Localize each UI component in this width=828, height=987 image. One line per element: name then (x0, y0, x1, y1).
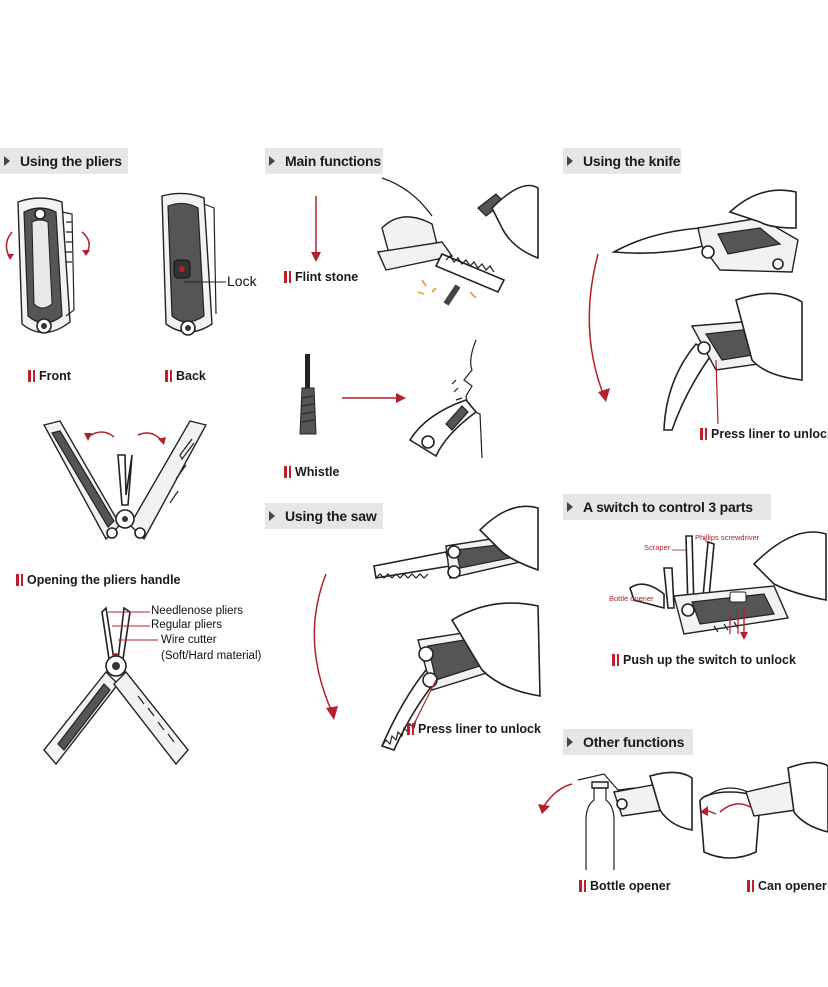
curved-down-arrow-icon (588, 253, 610, 402)
right-arrow-icon (342, 393, 406, 403)
flint-stone-label: Flint stone (284, 270, 358, 284)
saw-closed-illustration (373, 505, 539, 579)
red-bars-icon (28, 370, 35, 382)
label-text: Flint stone (295, 270, 359, 284)
triangle-bullet-icon (567, 502, 573, 512)
section-header-knife: Using the knife (563, 148, 681, 174)
part-phillips-label: Phillips screwdriver (695, 533, 760, 542)
label-text: Front (39, 369, 71, 383)
lock-callout: Lock (227, 273, 257, 289)
callout-regular-pliers: Regular pliers (151, 619, 222, 631)
knife-fold-illustration (663, 292, 803, 431)
section-header-switch: A switch to control 3 parts (563, 494, 771, 520)
bottle-opener-label: Bottle opener (579, 879, 671, 893)
red-bars-icon (284, 466, 291, 478)
pliers-parts-illustration (43, 606, 189, 766)
curved-left-arrow-icon (538, 783, 573, 814)
triangle-bullet-icon (269, 511, 275, 521)
opening-pliers-label: Opening the pliers handle (16, 573, 181, 587)
red-bars-icon (16, 574, 23, 586)
down-arrow-icon (311, 196, 321, 262)
multitool-front-illustration (5, 197, 90, 334)
multitool-back-illustration (161, 192, 226, 336)
red-bars-icon (747, 880, 754, 892)
section-title: A switch to control 3 parts (583, 499, 753, 515)
whistle-label: Whistle (284, 465, 339, 479)
callout-wire-cutter: Wire cutter (161, 634, 217, 646)
triangle-bullet-icon (567, 737, 573, 747)
section-title: Other functions (583, 734, 685, 750)
part-bottle-opener-label: Bottle opener (609, 594, 654, 603)
triangle-bullet-icon (567, 156, 573, 166)
section-title: Using the knife (583, 153, 681, 169)
part-scraper-label: Scraper (644, 543, 671, 552)
knife-open-illustration (611, 189, 799, 273)
section-title: Using the pliers (20, 153, 122, 169)
red-bars-icon (284, 271, 291, 283)
pliers-opening-illustration (42, 420, 208, 541)
label-text: Bottle opener (590, 879, 671, 893)
section-header-other: Other functions (563, 729, 693, 755)
label-text: Whistle (295, 465, 340, 479)
label-text: Can opener (758, 879, 827, 893)
section-header-main-functions: Main functions (265, 148, 383, 174)
flint-stone-illustration (376, 177, 539, 306)
label-text: Press liner to unlock (711, 427, 828, 441)
triangle-bullet-icon (269, 156, 275, 166)
can-opener-label: Can opener (747, 879, 827, 893)
curved-down-arrow-icon (313, 573, 338, 720)
section-header-saw: Using the saw (265, 503, 383, 529)
label-text: Push up the switch to unlock (623, 653, 796, 667)
red-bars-icon (579, 880, 586, 892)
label-text: Press liner to unlock (418, 722, 541, 736)
switch-unlock-label: Push up the switch to unlock (612, 653, 796, 667)
knife-unlock-label: Press liner to unlock (700, 427, 828, 441)
callout-needlenose-pliers: Needlenose pliers (151, 605, 244, 617)
section-title: Using the saw (285, 508, 377, 524)
whistle-illustration (299, 354, 317, 435)
section-title: Main functions (285, 153, 381, 169)
red-bars-icon (700, 428, 707, 440)
saw-open-illustration (380, 602, 541, 751)
switch-tools-illustration (629, 531, 827, 640)
saw-unlock-label: Press liner to unlock (407, 722, 541, 736)
can-opener-illustration (699, 761, 828, 859)
callout-soft-hard-material: (Soft/Hard material) (161, 650, 262, 662)
front-label: Front (28, 369, 71, 383)
triangle-bullet-icon (4, 156, 10, 166)
red-bars-icon (612, 654, 619, 666)
bottle-opener-illustration (577, 771, 693, 870)
label-text: Opening the pliers handle (27, 573, 181, 587)
back-label: Back (165, 369, 206, 383)
label-text: Back (176, 369, 206, 383)
whistle-use-illustration (408, 339, 483, 459)
section-header-pliers: Using the pliers (0, 148, 128, 174)
red-bars-icon (165, 370, 172, 382)
red-bars-icon (407, 723, 414, 735)
